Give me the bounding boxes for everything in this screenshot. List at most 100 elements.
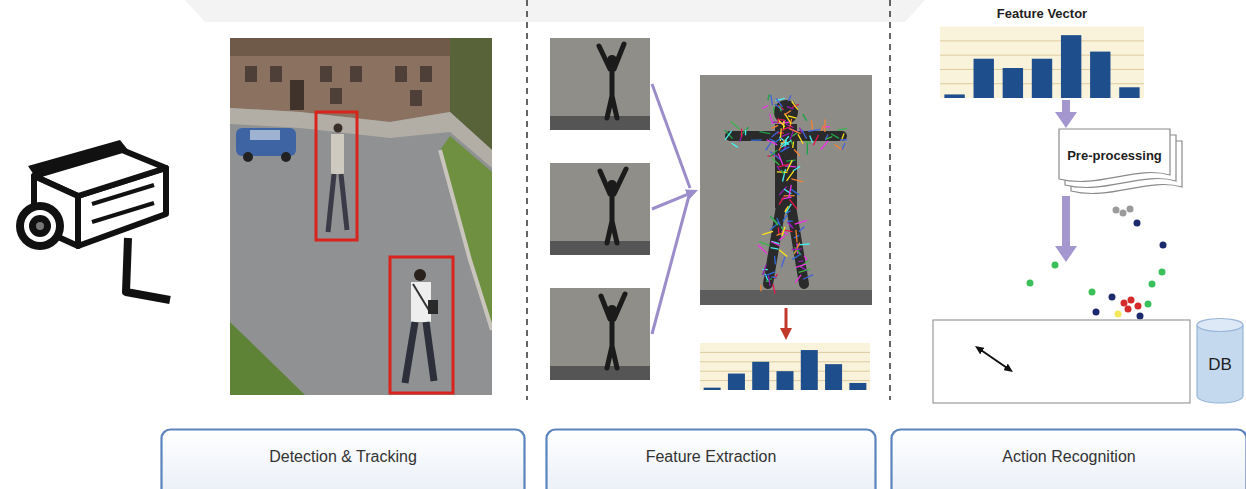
window	[420, 66, 432, 82]
tab-outline	[892, 430, 1246, 489]
frame-wall	[550, 38, 650, 130]
grass-left	[230, 322, 305, 395]
database-label: DB	[1208, 355, 1232, 375]
feature-line	[768, 275, 770, 286]
window	[350, 66, 362, 82]
feature-line	[779, 250, 787, 257]
video-frame	[550, 38, 650, 130]
feature-line	[799, 226, 804, 231]
feature-line	[772, 131, 779, 137]
feature-line	[796, 264, 806, 267]
data-point	[1113, 207, 1120, 214]
histogram-gridline	[940, 55, 1144, 56]
feature-line	[772, 125, 779, 128]
data-point	[1159, 269, 1166, 276]
feature-line	[807, 143, 808, 154]
feature-line	[770, 150, 777, 157]
feature-line	[767, 140, 778, 145]
figure-body	[599, 44, 624, 118]
feature-line	[798, 260, 803, 262]
feature-line	[790, 131, 793, 140]
building	[230, 38, 450, 122]
feature-line	[782, 169, 785, 181]
feature-line	[822, 126, 824, 131]
cylinder-body	[1197, 325, 1243, 403]
video-frame	[550, 288, 650, 380]
frame-ground	[550, 116, 650, 130]
person-head	[414, 269, 426, 281]
data-point	[1149, 281, 1156, 288]
feature-line	[790, 189, 799, 195]
process-label: Pre-processing	[1067, 148, 1162, 164]
window	[270, 66, 282, 82]
feature-line	[799, 269, 811, 272]
merge-arrow	[652, 192, 692, 209]
frame-wall	[700, 75, 872, 305]
feature-line	[758, 245, 767, 254]
feature-line	[779, 235, 785, 240]
histogram-bar	[974, 59, 994, 98]
feature-line	[785, 206, 789, 212]
document-page	[1059, 129, 1170, 181]
feature-line	[785, 140, 786, 147]
feature-line	[823, 126, 830, 128]
flow-arrow-tail	[1062, 196, 1070, 252]
camera-lens	[16, 202, 64, 250]
feature-line	[766, 142, 771, 150]
doorway	[290, 80, 304, 110]
figure-body	[601, 294, 625, 368]
feature-line	[781, 170, 784, 174]
feature-line	[802, 130, 807, 139]
feature-line	[788, 95, 791, 101]
feature-line	[837, 129, 846, 131]
person-torso	[331, 134, 344, 174]
feature-line	[840, 139, 847, 141]
histogram-ground	[940, 27, 1144, 98]
person-head	[334, 124, 343, 133]
histogram-bar	[1090, 52, 1110, 98]
panel-separator	[889, 0, 891, 400]
camera-mount	[126, 238, 170, 300]
histogram-bar	[1061, 35, 1081, 98]
feature-lines	[725, 94, 848, 293]
histogram-bar	[825, 364, 842, 390]
building-roof	[230, 38, 450, 56]
data-point	[1120, 210, 1127, 217]
data-point	[1137, 313, 1144, 320]
feature-line	[760, 285, 761, 291]
data-point	[1121, 300, 1128, 307]
header-band	[185, 0, 925, 22]
feature-line	[764, 272, 775, 276]
histogram-gridline	[940, 40, 1144, 41]
data-point	[1052, 262, 1059, 269]
road	[230, 38, 492, 395]
feature-line	[792, 254, 801, 260]
feature-line	[779, 119, 785, 121]
histogram-ground	[700, 343, 870, 390]
feature-line	[811, 120, 812, 129]
feature-space-box	[933, 320, 1190, 403]
feature-line	[779, 197, 784, 205]
detection-box	[316, 112, 357, 240]
feature-line	[842, 143, 845, 150]
data-point	[1135, 303, 1142, 310]
feature-line	[783, 215, 787, 221]
feature-line	[745, 130, 747, 135]
camera-stripe	[92, 185, 154, 204]
histogram	[940, 27, 1144, 98]
feature-line	[793, 166, 800, 171]
document-stack: Pre-processing	[1058, 128, 1183, 196]
data-point	[1127, 206, 1134, 213]
stage-tab: Detection & Tracking	[160, 428, 526, 489]
feature-line	[772, 158, 779, 165]
database-cylinder: DB	[1196, 318, 1244, 404]
feature-line	[804, 256, 807, 261]
feature-line	[813, 135, 818, 145]
grass-right	[440, 136, 492, 330]
camera-lens	[24, 210, 56, 242]
feature-line	[771, 95, 773, 105]
feature-line	[805, 141, 811, 143]
window	[245, 66, 257, 82]
feature-line	[781, 133, 789, 136]
